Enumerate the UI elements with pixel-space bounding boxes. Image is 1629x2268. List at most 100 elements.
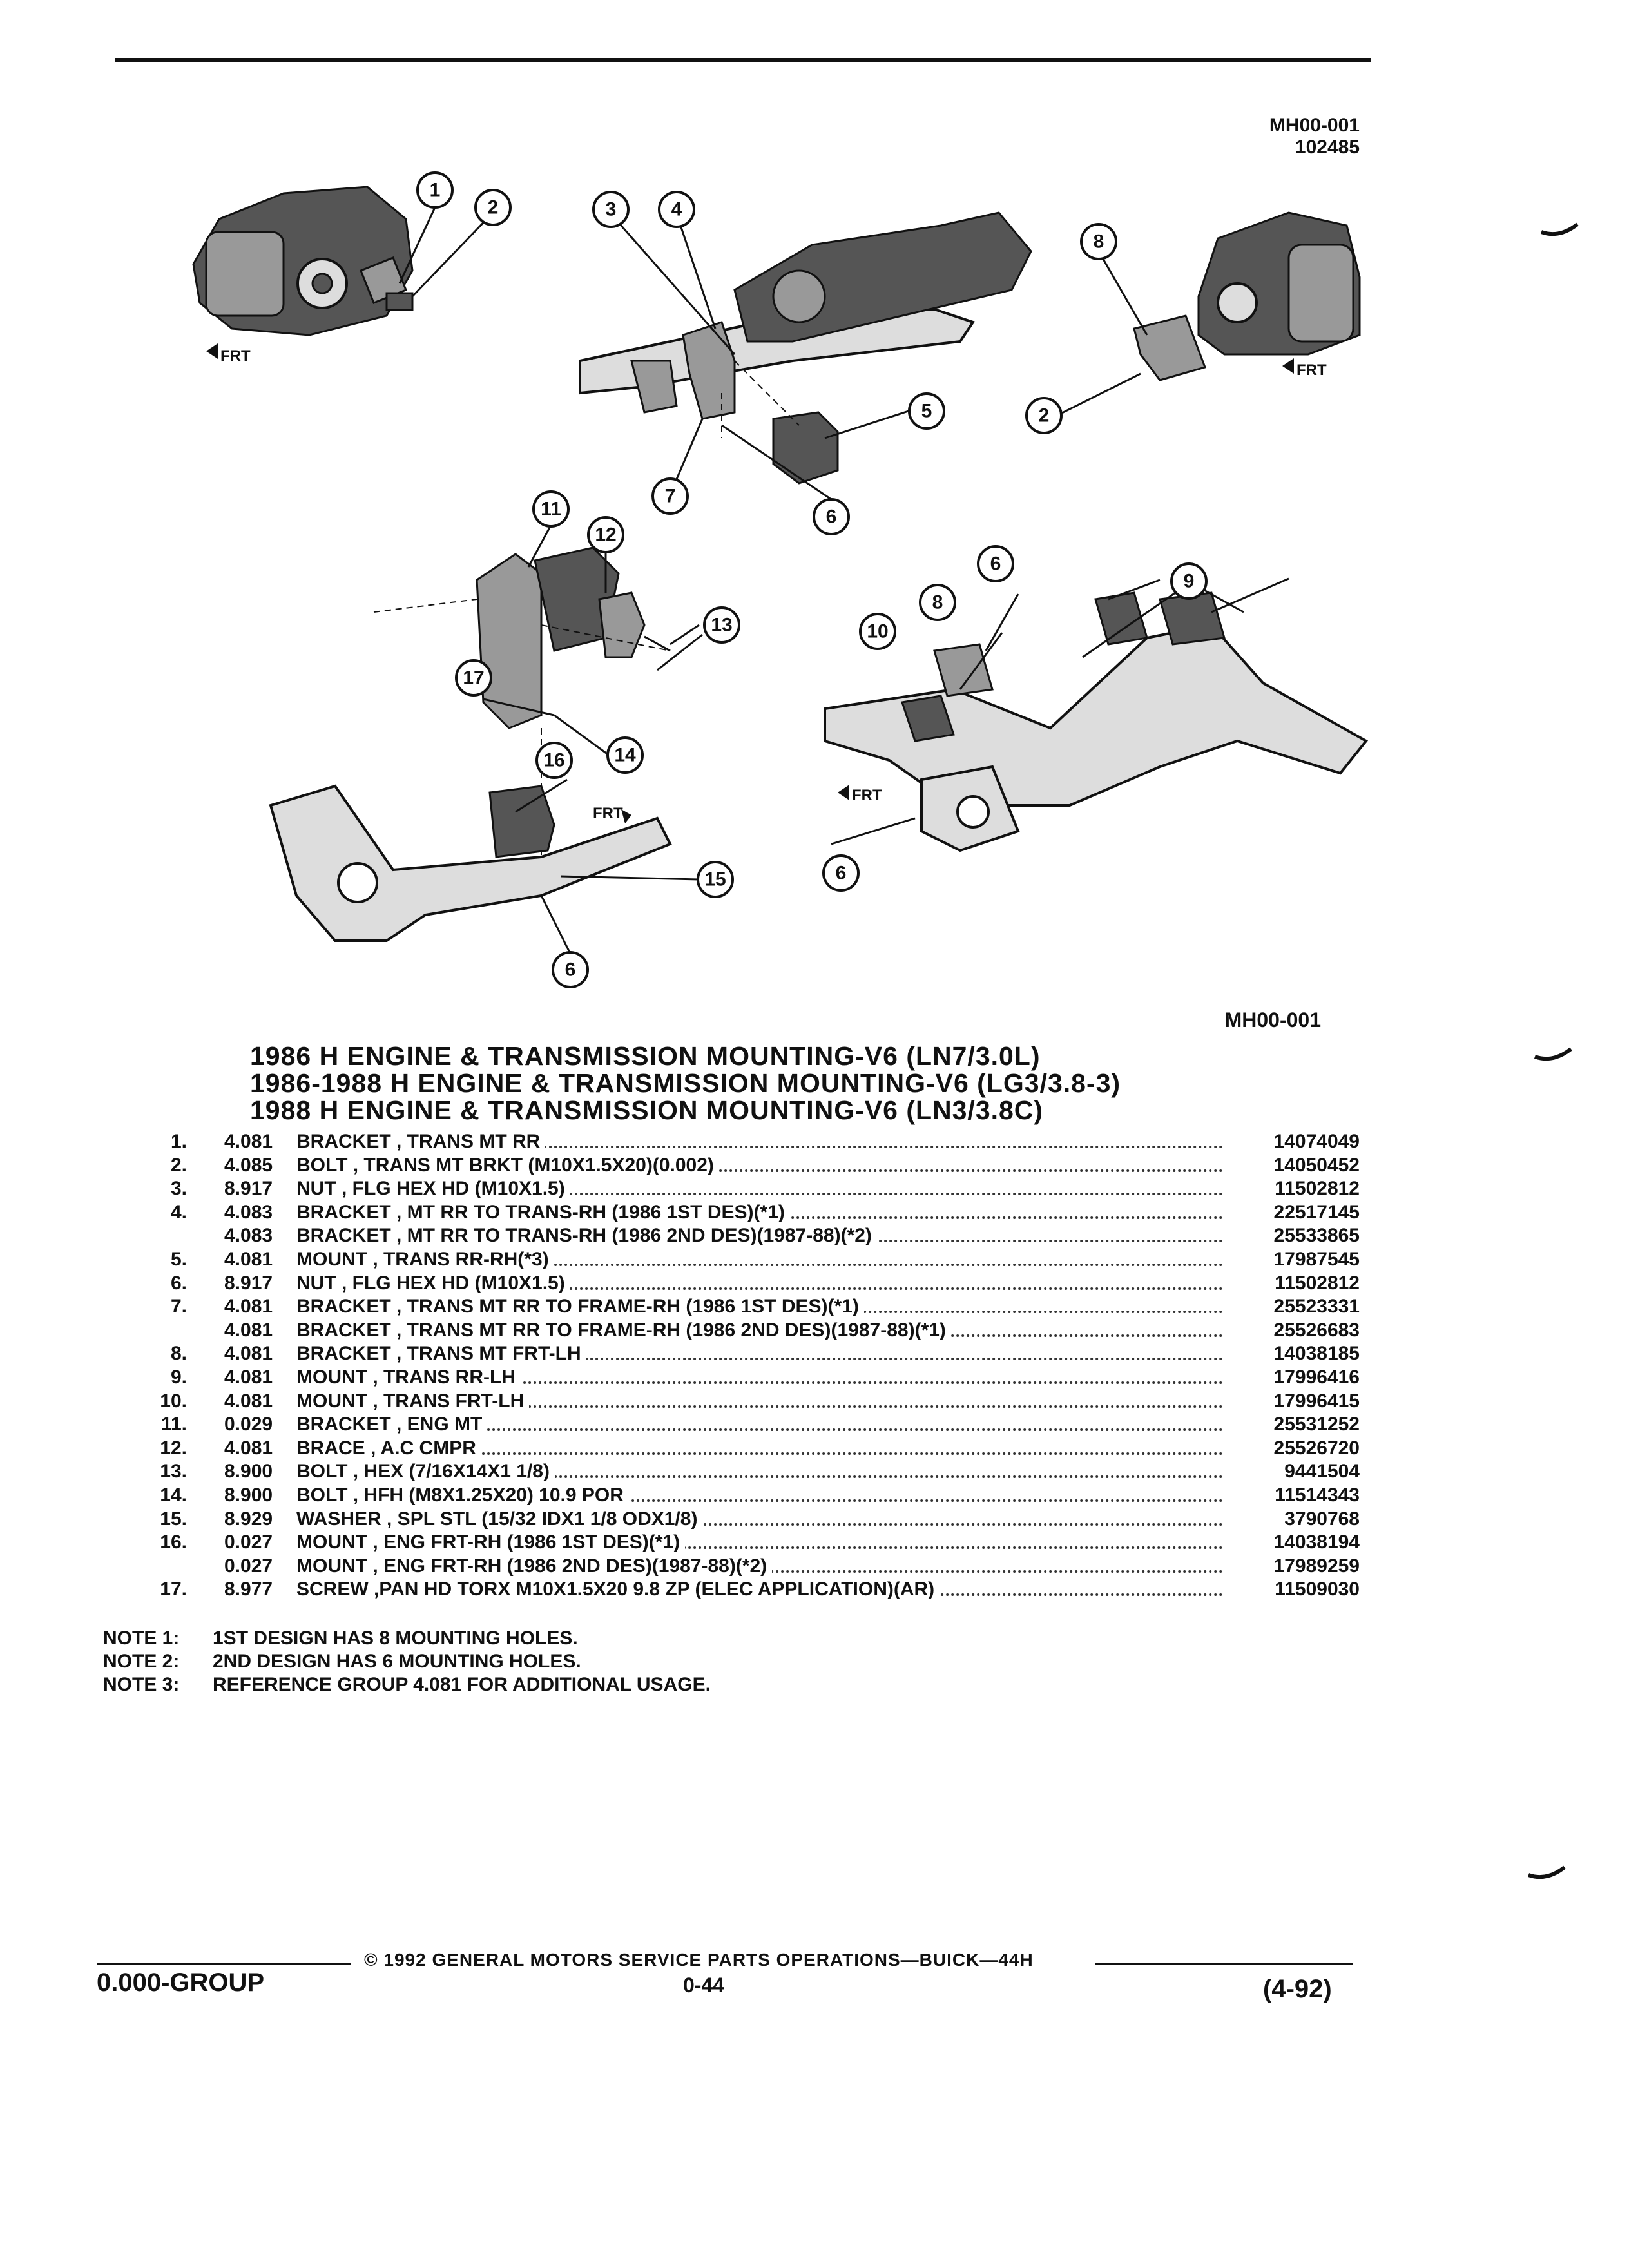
transaxle-upper-right — [1133, 211, 1361, 381]
footer-rule-left — [97, 1963, 351, 1965]
callout-2: 2 — [474, 189, 512, 226]
crossmember-lower-right — [824, 591, 1369, 852]
note-2: NOTE 2:2ND DESIGN HAS 6 MOUNTING HOLES. — [103, 1651, 581, 1672]
callout-2b: 2 — [1025, 397, 1063, 434]
diagram-id: MH00-001 102485 — [1211, 115, 1360, 159]
svg-text:FRT: FRT — [220, 347, 251, 365]
callout-8: 8 — [1080, 223, 1117, 260]
part-number: 3790768 — [1284, 1508, 1360, 1530]
svg-text:16: 16 — [543, 750, 564, 771]
svg-text:10: 10 — [867, 621, 888, 642]
callout-11: 11 — [532, 490, 570, 528]
top-rule — [115, 58, 1371, 62]
callout-6d: 6 — [822, 854, 860, 892]
callout-6b: 6 — [552, 951, 589, 988]
svg-text:14: 14 — [614, 745, 636, 766]
note-3: NOTE 3:REFERENCE GROUP 4.081 FOR ADDITIO… — [103, 1674, 711, 1695]
svg-text:15: 15 — [704, 869, 726, 890]
part-number: 17996416 — [1273, 1366, 1360, 1388]
svg-text:1: 1 — [430, 180, 441, 201]
part-number: 14038185 — [1273, 1343, 1360, 1365]
front-arrow-lower-left: FRT — [593, 805, 631, 823]
footer-rule-right — [1095, 1963, 1353, 1965]
group-label: 0.000-GROUP — [97, 1968, 265, 1997]
part-number: 25523331 — [1273, 1296, 1360, 1318]
callout-7: 7 — [651, 477, 689, 515]
part-number: 25533865 — [1273, 1225, 1360, 1247]
binding-mark-1 — [1540, 222, 1579, 236]
part-number: 14050452 — [1273, 1154, 1360, 1176]
svg-text:6: 6 — [565, 959, 576, 981]
callout-6: 6 — [813, 498, 850, 535]
part-number: 17996415 — [1273, 1390, 1360, 1412]
svg-text:8: 8 — [932, 592, 943, 613]
part-number: 11509030 — [1275, 1579, 1360, 1600]
svg-text:7: 7 — [665, 486, 676, 507]
callout-5: 5 — [908, 392, 945, 430]
binding-mark-3 — [1527, 1865, 1566, 1879]
part-number: 14074049 — [1273, 1131, 1360, 1152]
part-number: 17989259 — [1273, 1555, 1360, 1577]
part-number: 25531252 — [1273, 1414, 1360, 1436]
callout-10: 10 — [859, 613, 896, 650]
svg-text:3: 3 — [606, 199, 617, 220]
svg-text:8: 8 — [1094, 231, 1104, 253]
diagram-date: 102485 — [1295, 137, 1360, 158]
svg-text:6: 6 — [826, 506, 837, 528]
part-number: 11502812 — [1275, 1272, 1360, 1294]
svg-text:13: 13 — [711, 615, 732, 636]
part-number: 17987545 — [1273, 1248, 1360, 1270]
engine-bracket-assembly — [373, 546, 671, 863]
revision-date: (4-92) — [1263, 1975, 1332, 2003]
svg-text:FRT: FRT — [852, 787, 882, 804]
transaxle-upper-left — [192, 186, 414, 336]
exploded-parts-diagram: .ln { stroke:#111; stroke-width:3; fill:… — [192, 171, 1369, 988]
svg-text:5: 5 — [921, 401, 932, 422]
svg-text:6: 6 — [990, 553, 1001, 575]
svg-text:4: 4 — [671, 199, 682, 220]
callout-6c: 6 — [977, 545, 1014, 582]
svg-text:6: 6 — [836, 863, 847, 884]
callout-3: 3 — [592, 191, 630, 228]
binding-mark-2 — [1534, 1047, 1572, 1061]
callout-13: 13 — [703, 606, 740, 644]
svg-text:11: 11 — [541, 499, 561, 520]
svg-text:FRT: FRT — [1296, 361, 1327, 379]
callout-14: 14 — [606, 736, 644, 774]
diagram-code: MH00-001 — [1269, 115, 1360, 136]
part-number: 22517145 — [1273, 1201, 1360, 1223]
svg-text:2: 2 — [488, 197, 499, 218]
title-line-1: 1986 H ENGINE & TRANSMISSION MOUNTING-V6… — [250, 1041, 1041, 1071]
callout-1: 1 — [416, 171, 454, 209]
title-line-2: 1986-1988 H ENGINE & TRANSMISSION MOUNTI… — [250, 1068, 1121, 1098]
figure-reference: MH00-001 — [1224, 1008, 1321, 1032]
part-number: 11514343 — [1275, 1484, 1360, 1506]
part-number: 14038194 — [1273, 1532, 1360, 1553]
front-arrow-upper-left: FRT — [206, 343, 251, 365]
note-1: NOTE 1:1ST DESIGN HAS 8 MOUNTING HOLES. — [103, 1628, 578, 1649]
copyright-line: © 1992 GENERAL MOTORS SERVICE PARTS OPER… — [364, 1950, 1034, 1970]
callout-8b: 8 — [919, 584, 956, 621]
leader-lines — [398, 207, 1289, 954]
svg-text:9: 9 — [1184, 571, 1195, 592]
section-titles: 1986 H ENGINE & TRANSMISSION MOUNTING-V6… — [250, 1043, 1281, 1124]
callout-17: 17 — [455, 659, 492, 697]
